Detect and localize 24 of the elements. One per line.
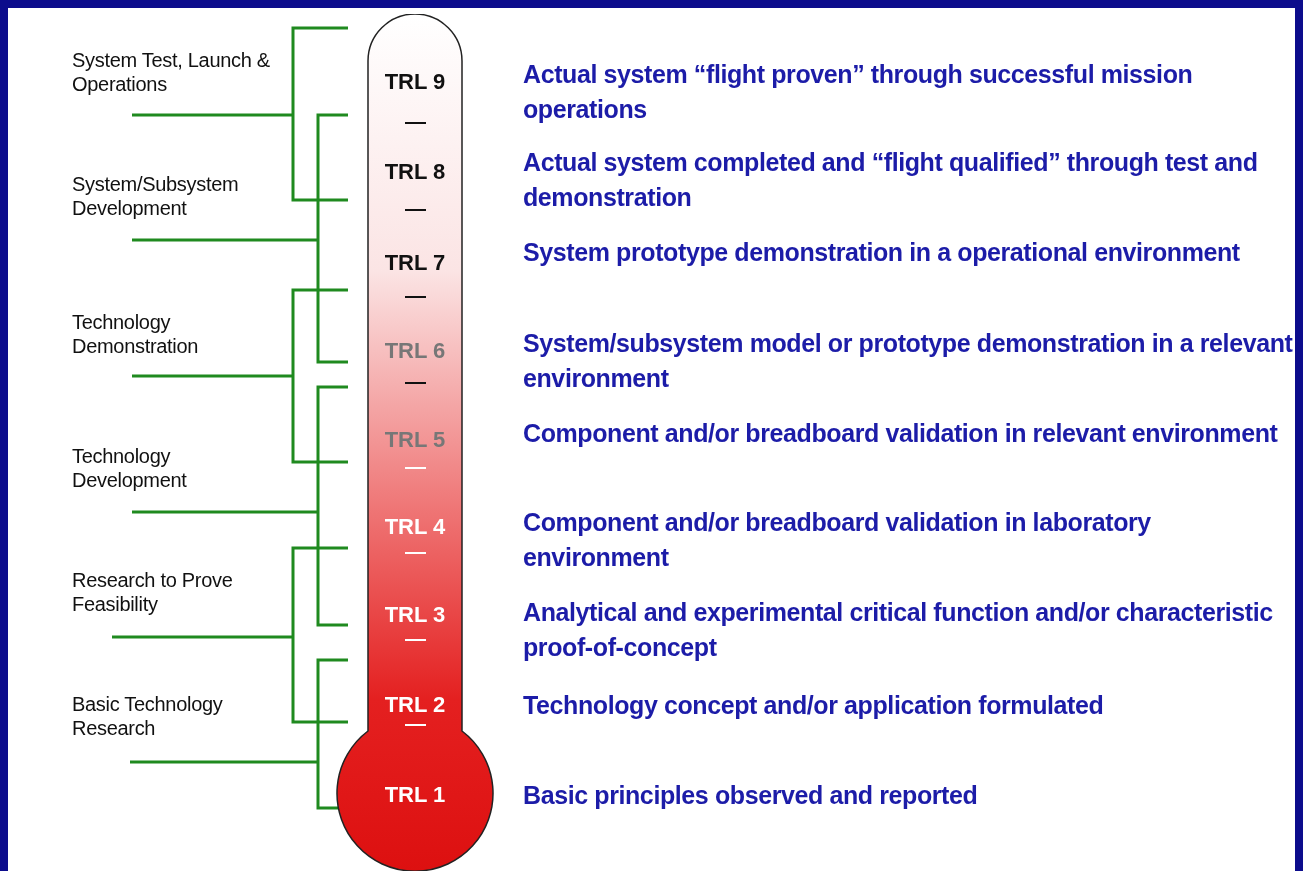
description-text: Basic principles observed and reported bbox=[523, 780, 979, 811]
phase-label: System/Subsystem Development bbox=[72, 172, 240, 220]
description-text: System/subsystem model or prototype demonstration in a relevant environment bbox=[523, 328, 1293, 394]
description-text: System prototype demonstration in a operational environment bbox=[523, 237, 1241, 268]
level-label: TRL 1 bbox=[383, 782, 447, 808]
phase-label: Research to Prove Feasibility bbox=[72, 568, 234, 616]
phase-label: Technology Demonstration bbox=[72, 310, 200, 358]
description-text: Analytical and experimental critical function and/or characteristic proof-of-concept bbox=[523, 597, 1274, 663]
level-label: TRL 4 bbox=[383, 514, 447, 540]
level-label: TRL 2 bbox=[383, 692, 447, 718]
phase-label: Technology Development bbox=[72, 444, 188, 492]
description-text: Actual system “flight proven” through successful mission operations bbox=[523, 59, 1194, 125]
description-text: Technology concept and/or application formulated bbox=[523, 690, 1105, 721]
description-text: Component and/or breadboard validation in relevant environment bbox=[523, 418, 1279, 449]
level-label: TRL 3 bbox=[383, 602, 447, 628]
level-label: TRL 6 bbox=[383, 338, 447, 364]
level-label: TRL 5 bbox=[383, 427, 447, 453]
description-text: Component and/or breadboard validation in laboratory environment bbox=[523, 507, 1152, 573]
phase-label: System Test, Launch & Operations bbox=[72, 48, 271, 96]
phase-label: Basic Technology Research bbox=[72, 692, 224, 740]
description-text: Actual system completed and “flight qualified” through test and demonstration bbox=[523, 147, 1259, 213]
level-label: TRL 7 bbox=[383, 250, 447, 276]
level-label: TRL 8 bbox=[383, 159, 447, 185]
level-label: TRL 9 bbox=[383, 69, 447, 95]
